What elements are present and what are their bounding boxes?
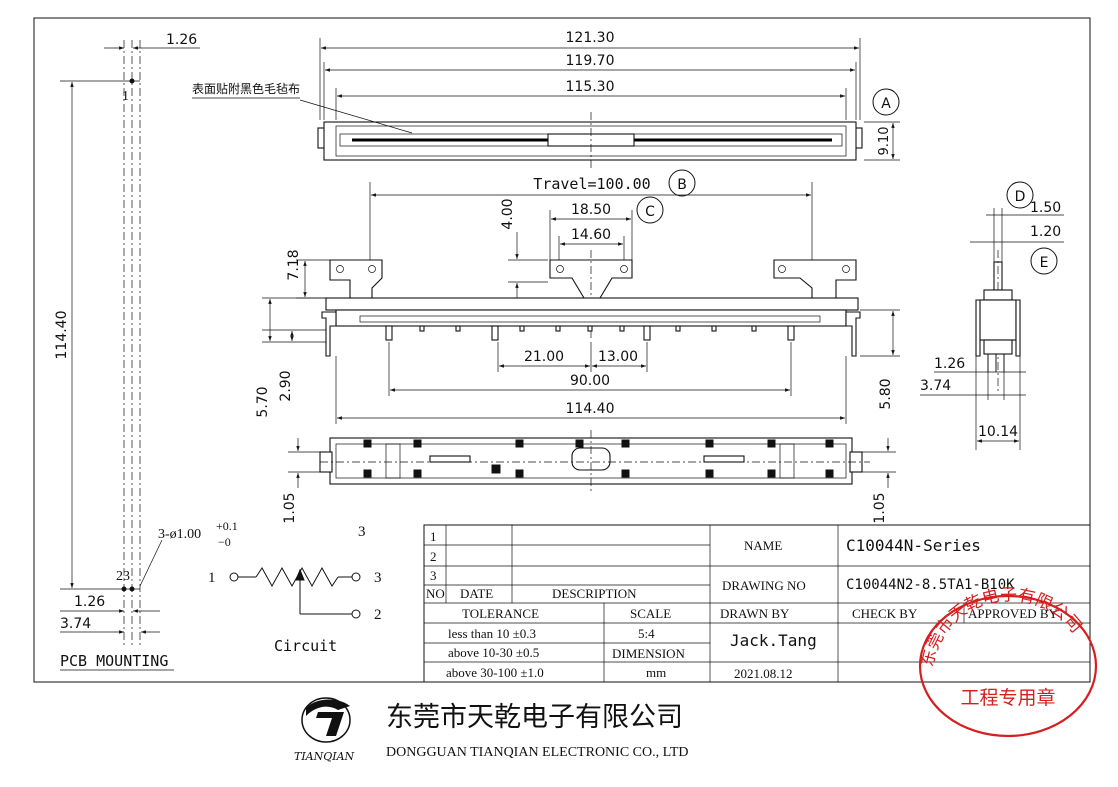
tol-row-2-right: DIMENSION — [612, 646, 686, 661]
pcb-hole-tol-minus: −0 — [218, 535, 231, 549]
dim-21-00: 21.00 — [524, 349, 564, 365]
svg-text:D: D — [1015, 189, 1026, 205]
callout-b — [668, 169, 696, 197]
circuit-pin-top: 3 — [358, 524, 366, 540]
check-by-label: CHECK BY — [852, 606, 918, 621]
dim-2-90: 2.90 — [278, 370, 294, 401]
name-label: NAME — [744, 538, 782, 553]
svg-text:C: C — [645, 204, 655, 220]
circuit-pin-1: 1 — [208, 570, 216, 586]
felt-annotation: 表面贴附黑色毛毡布 — [192, 82, 300, 96]
dim-5-80: 5.80 — [878, 378, 894, 409]
date-value: 2021.08.12 — [734, 666, 793, 681]
dim-115-30: 115.30 — [566, 79, 615, 95]
dim-9-10: 9.10 — [877, 127, 892, 156]
stamp-bottom-text: 工程专用章 — [960, 687, 1055, 709]
drawn-by-value: Jack.Tang — [730, 631, 817, 650]
tol-row-1-range: less than 10 ±0.3 — [448, 626, 536, 641]
dim-14-60: 14.60 — [571, 227, 611, 243]
dim-1-20: 1.20 — [1030, 224, 1061, 240]
rev-row-3: 3 — [430, 568, 437, 583]
company-footer: TIANQIAN 东莞市天乾电子有限公司 DONGGUAN TIANQIAN E… — [294, 697, 689, 763]
pcb-hole-tol-plus: +0.1 — [216, 519, 238, 533]
pcb-dim-1-26-top: 1.26 — [166, 32, 197, 48]
dim-7-18: 7.18 — [286, 249, 302, 280]
pcb-dim-114-40: 114.40 — [54, 311, 70, 360]
dim-1-26-side: 1.26 — [934, 356, 965, 372]
front-view: Travel=100.00 B 18.50 14.60 C 4.00 7.18 — [255, 169, 900, 424]
approved-by-label: APPROVED BY — [968, 606, 1059, 621]
col-date: DATE — [460, 586, 493, 601]
svg-text:E: E — [1040, 255, 1049, 271]
company-name-cn: 东莞市天乾电子有限公司 — [386, 702, 683, 733]
callout-a — [872, 88, 900, 116]
pcb-hole-spec: 3-ø1.00 — [158, 527, 201, 542]
pcb-mounting: 1.26 1 114.40 23 3-ø1.00 +0.1 −0 1.26 3.… — [54, 32, 238, 671]
company-name-en: DONGGUAN TIANQIAN ELECTRONIC CO., LTD — [386, 745, 689, 760]
pcb-mounting-label: PCB MOUNTING — [60, 652, 168, 670]
callout-c — [636, 196, 664, 224]
rev-row-1: 1 — [430, 529, 437, 544]
side-view: 1.50 1.20 D E 1.26 3.74 10.14 — [920, 181, 1064, 450]
dim-1-50: 1.50 — [1030, 200, 1061, 216]
col-no: NO — [426, 586, 445, 601]
tol-row-1-right: 5:4 — [638, 626, 655, 641]
drawing-no-label: DRAWING NO — [722, 578, 806, 593]
scale-label: SCALE — [630, 606, 671, 621]
tolerance-label: TOLERANCE — [462, 606, 539, 621]
drawing-no-value: C10044N2-8.5TA1-B10K — [846, 577, 1015, 593]
circuit-label: Circuit — [274, 637, 337, 655]
dim-18-50: 18.50 — [571, 202, 611, 218]
title-block: 1 2 3 NO DATE DESCRIPTION TOLERANCE SCAL… — [423, 524, 1091, 683]
stamp-company-arc: 东莞市天乾电子有限公司 — [917, 585, 1085, 668]
dim-4-00: 4.00 — [500, 198, 516, 229]
pcb-pin-1: 1 — [122, 89, 129, 104]
col-description: DESCRIPTION — [552, 586, 637, 601]
tol-row-3-right: mm — [646, 665, 666, 680]
dim-1-05-right: 1.05 — [872, 492, 888, 523]
pcb-pins-23: 23 — [116, 569, 130, 584]
tol-row-3-range: above 30-100 ±1.0 — [446, 665, 544, 680]
pcb-dim-1-26-bottom: 1.26 — [74, 594, 105, 610]
dim-13-00: 13.00 — [598, 349, 638, 365]
company-logo-icon — [301, 697, 351, 743]
callout-d — [1006, 181, 1034, 209]
dim-travel: Travel=100.00 — [533, 175, 650, 193]
dim-5-70: 5.70 — [255, 386, 271, 417]
circuit-diagram: 3 1 3 2 Circuit — [208, 524, 382, 655]
logo-text: TIANQIAN — [294, 750, 355, 763]
callout-e — [1030, 247, 1058, 275]
rev-row-2: 2 — [430, 549, 437, 564]
circuit-pin-2: 2 — [374, 607, 382, 623]
dim-1-05-left: 1.05 — [282, 492, 298, 523]
pcb-dim-3-74: 3.74 — [60, 616, 91, 632]
bottom-view: 1.05 1.05 — [282, 430, 896, 524]
tol-row-2-range: above 10-30 ±0.5 — [448, 645, 539, 660]
dim-3-74-side: 3.74 — [920, 378, 951, 394]
dim-90-00: 90.00 — [570, 373, 610, 389]
dim-119-70: 119.70 — [566, 53, 615, 69]
dim-121-30: 121.30 — [566, 30, 615, 46]
drawn-by-label: DRAWN BY — [720, 606, 790, 621]
dim-114-40-horizontal: 114.40 — [566, 401, 615, 417]
svg-text:A: A — [881, 96, 891, 112]
circuit-pin-3: 3 — [374, 570, 382, 586]
top-view: 121.30 119.70 115.30 9.10 表面贴附黑色毛毡布 A — [192, 30, 900, 168]
svg-text:B: B — [677, 177, 687, 193]
name-value: C10044N-Series — [846, 536, 981, 555]
dim-10-14: 10.14 — [978, 424, 1018, 440]
